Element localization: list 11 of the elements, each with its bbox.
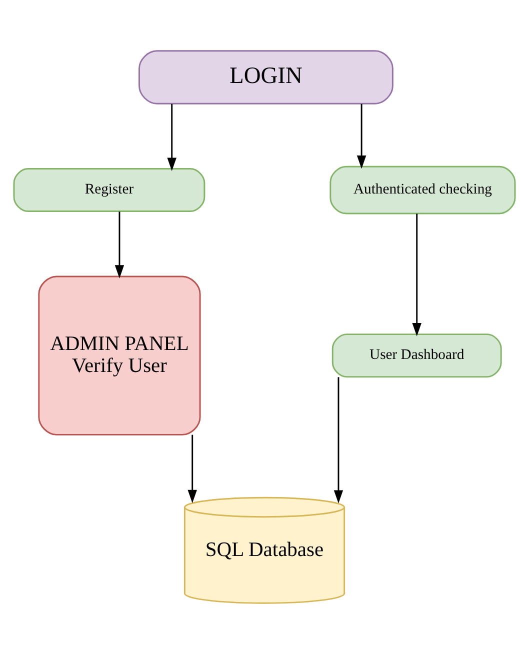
arrow [167, 104, 176, 171]
arrow [114, 212, 124, 278]
arrow [412, 214, 422, 336]
node-box: Authenticated checking [330, 166, 516, 214]
arrow [334, 377, 344, 504]
arrow [188, 434, 197, 504]
node-box: LOGIN [138, 50, 394, 104]
arrow [356, 104, 366, 169]
node-box: ADMIN PANEL Verify User [38, 276, 201, 436]
node-box: User Dashboard [332, 334, 502, 378]
node-box: Register [13, 168, 206, 212]
